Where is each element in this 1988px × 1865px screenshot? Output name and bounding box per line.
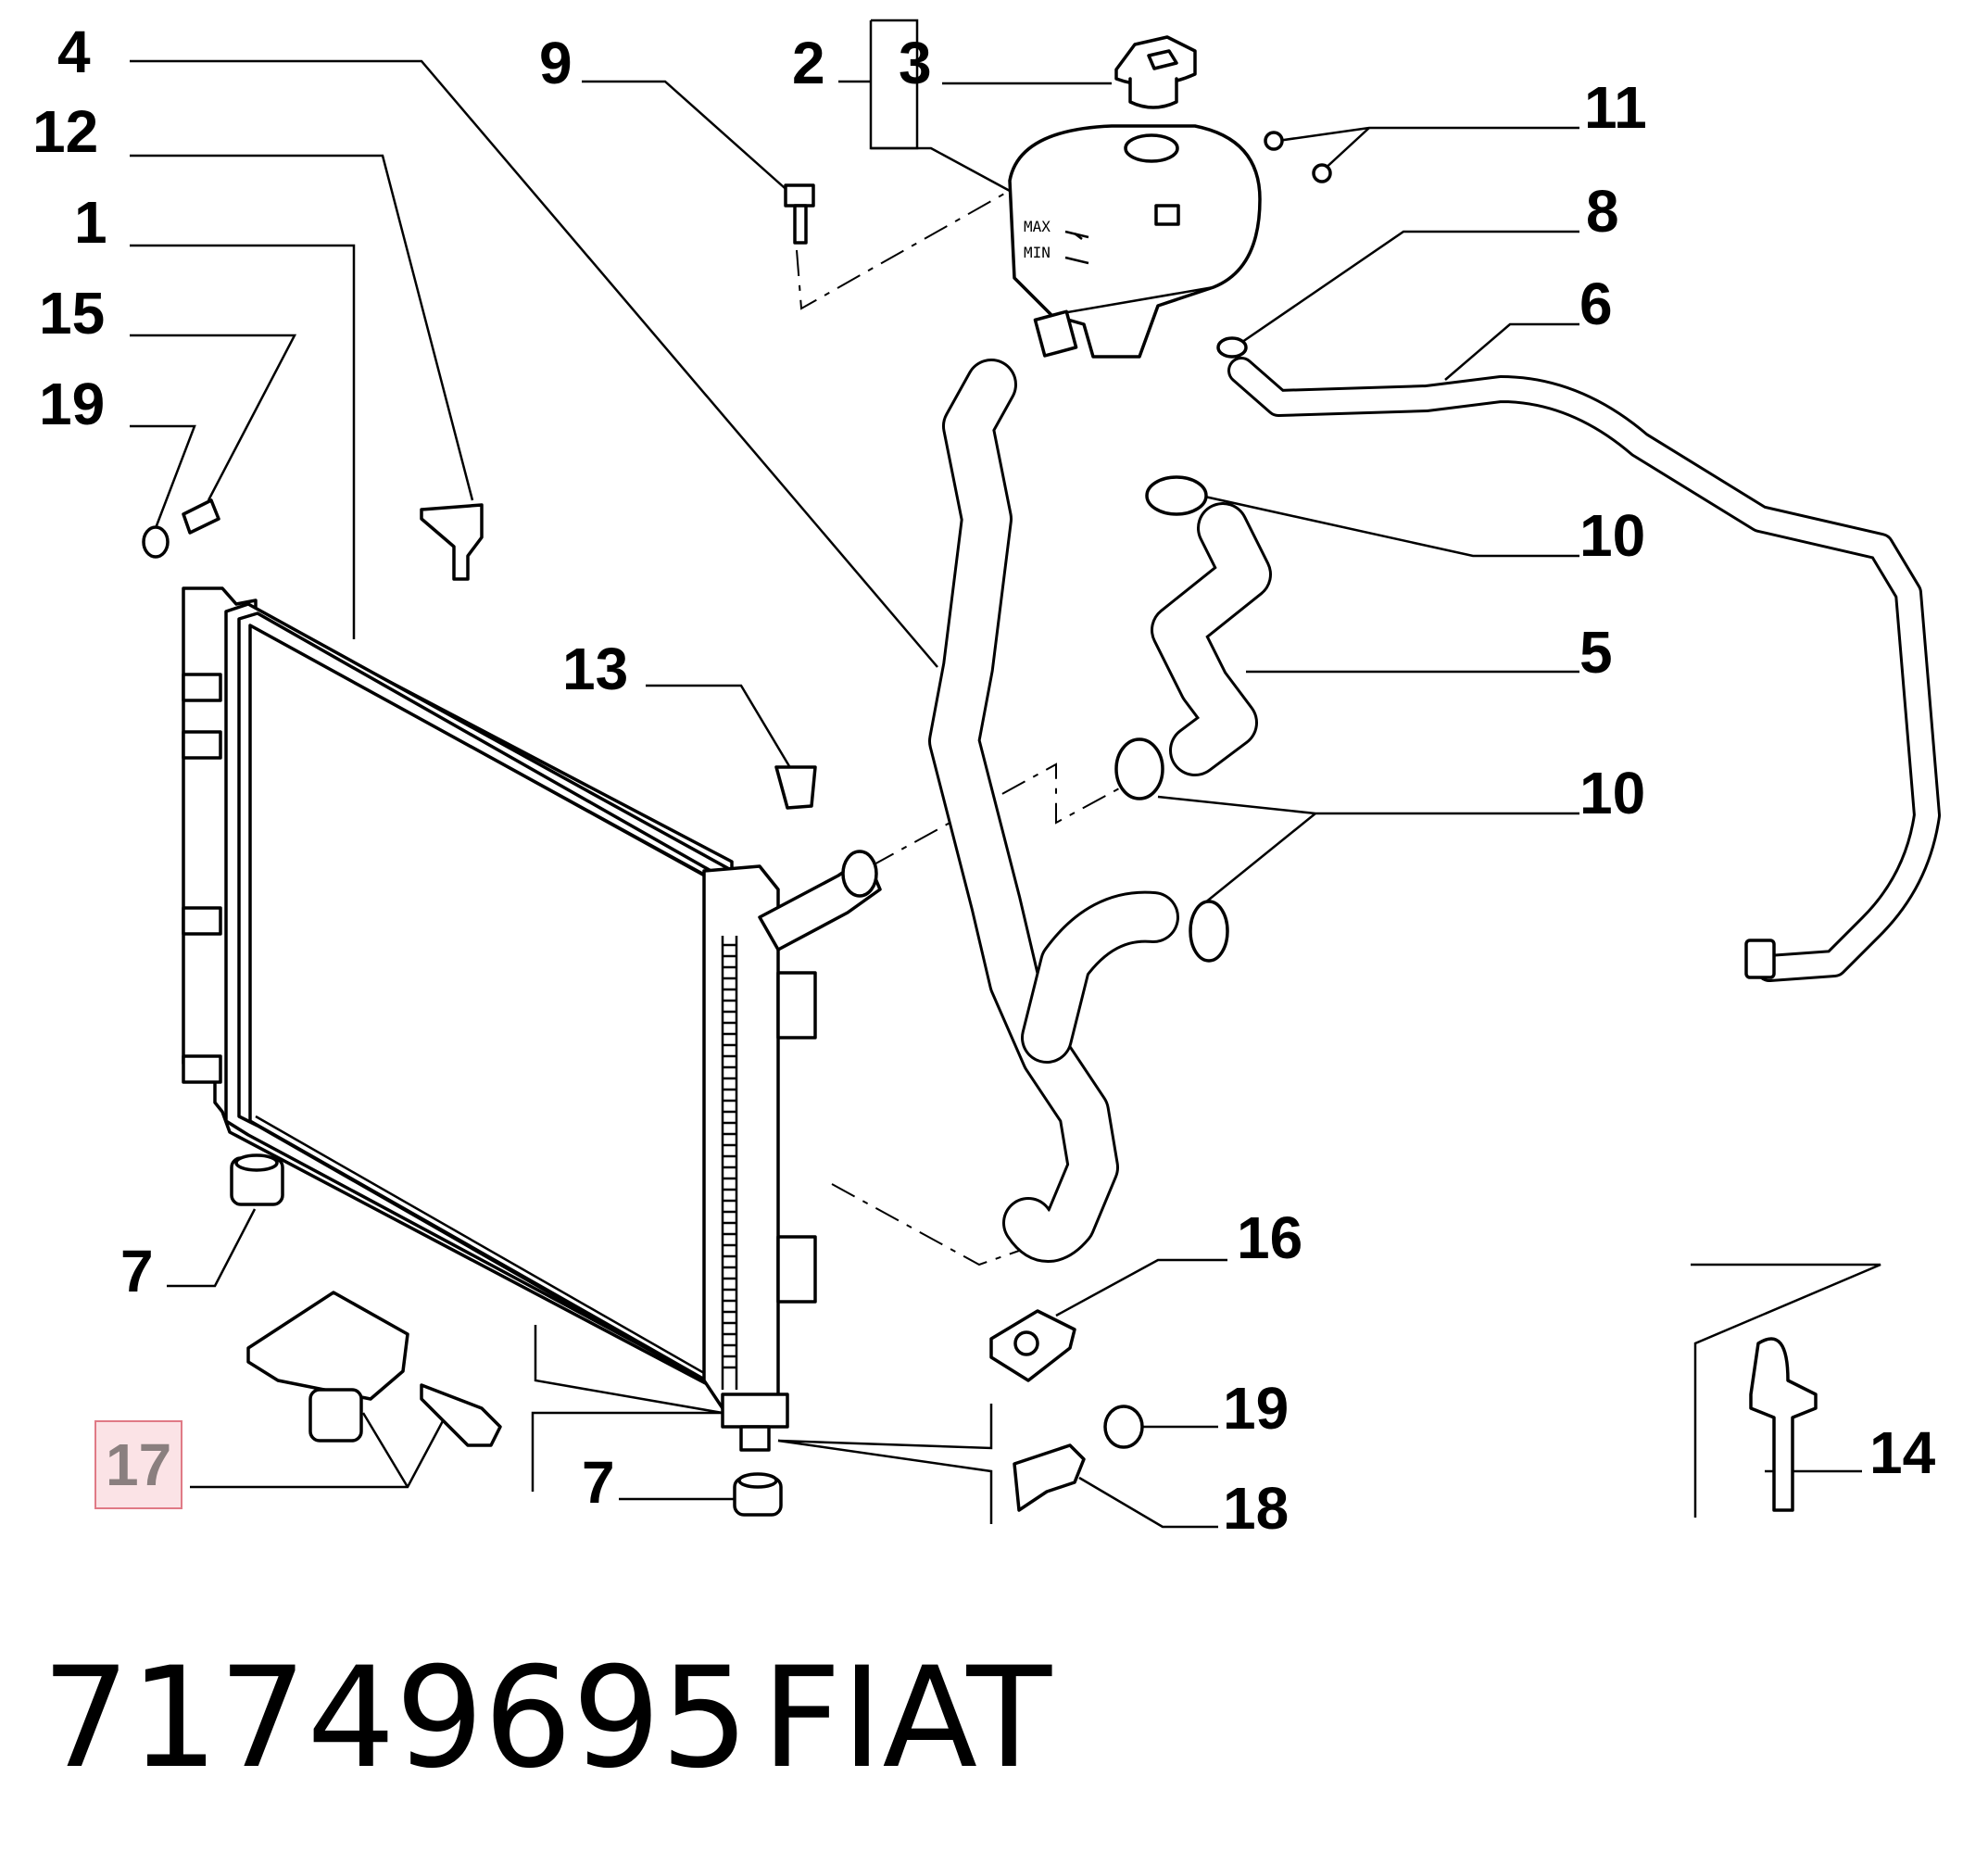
callout-2: 2 (792, 30, 825, 96)
leader-lines (130, 19, 1881, 1529)
tank-max-label: MAX (1024, 218, 1051, 235)
tank-cap (1114, 35, 1197, 109)
callout-3: 3 (899, 30, 932, 96)
radiator (182, 586, 882, 1452)
callout-8: 8 (1586, 178, 1619, 245)
callout-15: 15 (39, 280, 106, 347)
expansion-tank: MAX MIN (1008, 124, 1262, 359)
callout-14: 14 (1869, 1419, 1936, 1486)
callout-12: 12 (32, 98, 99, 165)
callout-10-lower: 10 (1579, 760, 1646, 826)
callout-19-right: 19 (1223, 1375, 1290, 1442)
part-number: 71749695 (42, 1638, 749, 1799)
callout-5: 5 (1579, 619, 1613, 686)
callout-11: 11 (1584, 74, 1647, 141)
callout-16: 16 (1237, 1204, 1303, 1271)
callout-7-left: 7 (120, 1238, 154, 1304)
callout-1: 1 (74, 189, 107, 256)
small-parts (142, 131, 1818, 1517)
tank-min-label: MIN (1024, 244, 1051, 261)
callout-13: 13 (562, 636, 629, 702)
callout-7-bottom: 7 (582, 1449, 615, 1516)
callout-19-left: 19 (39, 371, 106, 437)
callout-17[interactable]: 17 (94, 1420, 183, 1509)
callout-10-upper: 10 (1579, 502, 1646, 569)
callout-18: 18 (1223, 1475, 1290, 1542)
callout-4: 4 (57, 19, 91, 85)
hoses (928, 336, 1941, 1263)
callout-6: 6 (1579, 271, 1613, 337)
cooling-system-diagram: MAX MIN (130, 19, 1941, 1529)
brand-name: FIAT (761, 1638, 1052, 1799)
callout-9: 9 (539, 30, 572, 96)
